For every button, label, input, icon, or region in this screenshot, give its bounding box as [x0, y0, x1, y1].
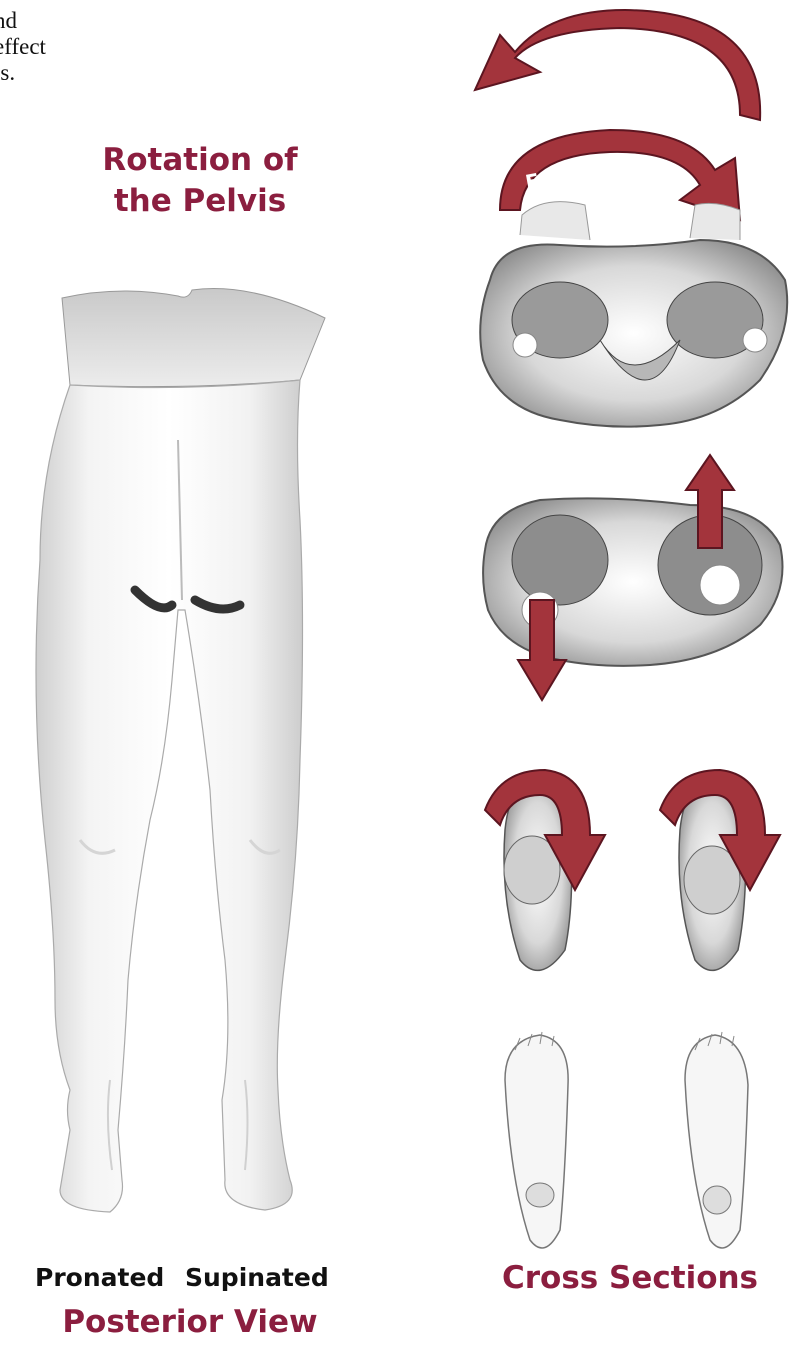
pelvis-cross-section — [480, 202, 787, 427]
cross-sections-label: Cross Sections — [480, 1258, 780, 1299]
waist-band — [62, 289, 325, 387]
supinated-label: Supinated — [185, 1263, 329, 1292]
posterior-view-figure — [36, 289, 325, 1212]
legs-outline — [36, 380, 303, 1212]
pelvis-cross-section-lower — [483, 498, 782, 665]
foot-right — [685, 1032, 748, 1248]
bony-pelvis-arrow-label: Bony Pelvis — [539, 35, 671, 86]
foot-left — [505, 1032, 568, 1248]
posterior-view-label: Posterior View — [30, 1302, 350, 1343]
pronated-label: Pronated — [35, 1263, 164, 1292]
